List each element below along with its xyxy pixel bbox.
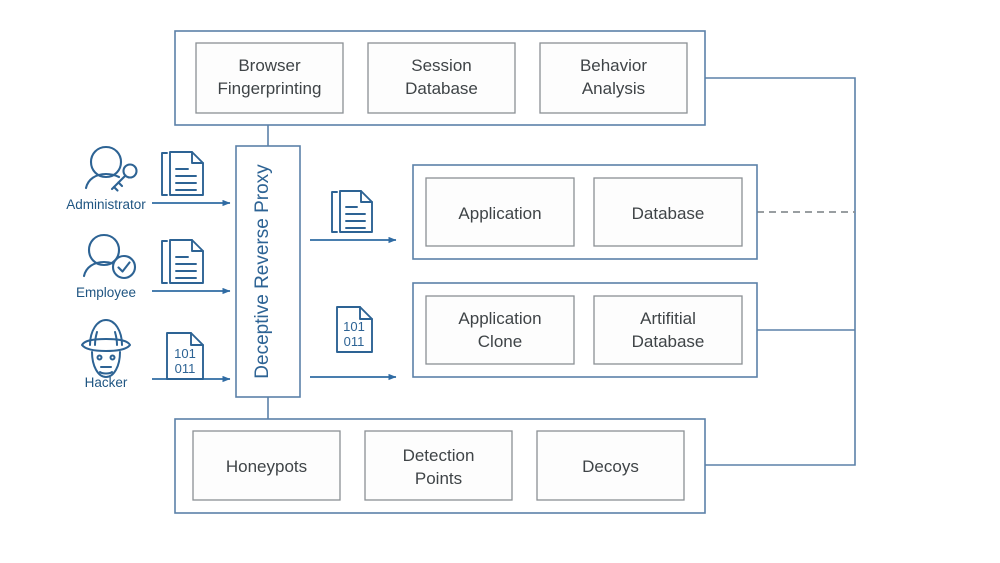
binary-document-line1: 101: [174, 346, 196, 361]
box-application-clone[interactable]: Application Clone: [425, 295, 575, 365]
box-behavior-analysis[interactable]: Behavior Analysis: [539, 42, 688, 114]
box-behavior-analysis-line1: Behavior: [580, 56, 647, 75]
box-browser-fingerprinting-line1: Browser: [238, 56, 301, 75]
actor-employee-label: Employee: [76, 285, 136, 300]
box-detection-points[interactable]: Detection Points: [364, 430, 513, 501]
box-database-label: Database: [632, 204, 705, 223]
section-fingerprinting[interactable]: Browser Fingerprinting Session Database …: [174, 30, 706, 126]
box-artifitial-database[interactable]: Artifitial Database: [593, 295, 743, 365]
document-icon-administrator: [161, 151, 204, 196]
actor-hacker[interactable]: Hacker: [81, 319, 131, 390]
section-deception-layer[interactable]: Honeypots Detection Points Decoys: [174, 418, 706, 514]
section-real-backend[interactable]: Application Database: [412, 164, 758, 260]
section-deception-backend[interactable]: Application Clone Artifitial Database: [412, 282, 758, 378]
box-honeypots[interactable]: Honeypots: [192, 430, 341, 501]
box-session-database-line1: Session: [411, 56, 471, 75]
deceptive-reverse-proxy-label: Deceptive Reverse Proxy: [252, 164, 273, 379]
box-database[interactable]: Database: [593, 177, 743, 247]
side-bus-line: [705, 77, 856, 466]
box-artifitial-database-line2: Database: [632, 332, 705, 351]
box-decoys[interactable]: Decoys: [536, 430, 685, 501]
deception-binary-document-line2: 011: [344, 334, 365, 349]
box-application[interactable]: Application: [425, 177, 575, 247]
box-session-database[interactable]: Session Database: [367, 42, 516, 114]
box-behavior-analysis-line2: Analysis: [582, 79, 645, 98]
box-artifitial-database-line1: Artifitial: [640, 309, 696, 328]
box-application-label: Application: [458, 204, 541, 223]
deceptive-reverse-proxy[interactable]: Deceptive Reverse Proxy: [235, 145, 301, 398]
document-icon-real-backend: [331, 190, 373, 233]
deception-binary-document-line1: 101: [343, 319, 365, 334]
user-check-icon: [82, 233, 137, 280]
box-detection-points-line1: Detection: [403, 446, 475, 465]
box-browser-fingerprinting[interactable]: Browser Fingerprinting: [195, 42, 344, 114]
box-session-database-line2: Database: [405, 79, 478, 98]
box-detection-points-line2: Points: [415, 469, 462, 488]
binary-document-icon-deception-backend: 101 011: [336, 306, 373, 353]
actor-hacker-label: Hacker: [85, 375, 128, 390]
box-honeypots-label: Honeypots: [226, 457, 307, 476]
binary-document-icon-hacker: 101 011: [166, 332, 204, 380]
user-key-icon: [84, 145, 138, 192]
hacker-hat-face-icon: [81, 319, 131, 378]
box-application-clone-line1: Application: [458, 309, 541, 328]
document-icon-employee: [161, 239, 204, 284]
box-decoys-label: Decoys: [582, 457, 639, 476]
box-application-clone-line2: Clone: [478, 332, 522, 351]
binary-document-line2: 011: [175, 361, 196, 376]
actor-administrator[interactable]: Administrator: [66, 145, 146, 212]
actor-employee[interactable]: Employee: [76, 233, 137, 300]
box-browser-fingerprinting-line2: Fingerprinting: [218, 79, 322, 98]
actor-administrator-label: Administrator: [66, 197, 146, 212]
